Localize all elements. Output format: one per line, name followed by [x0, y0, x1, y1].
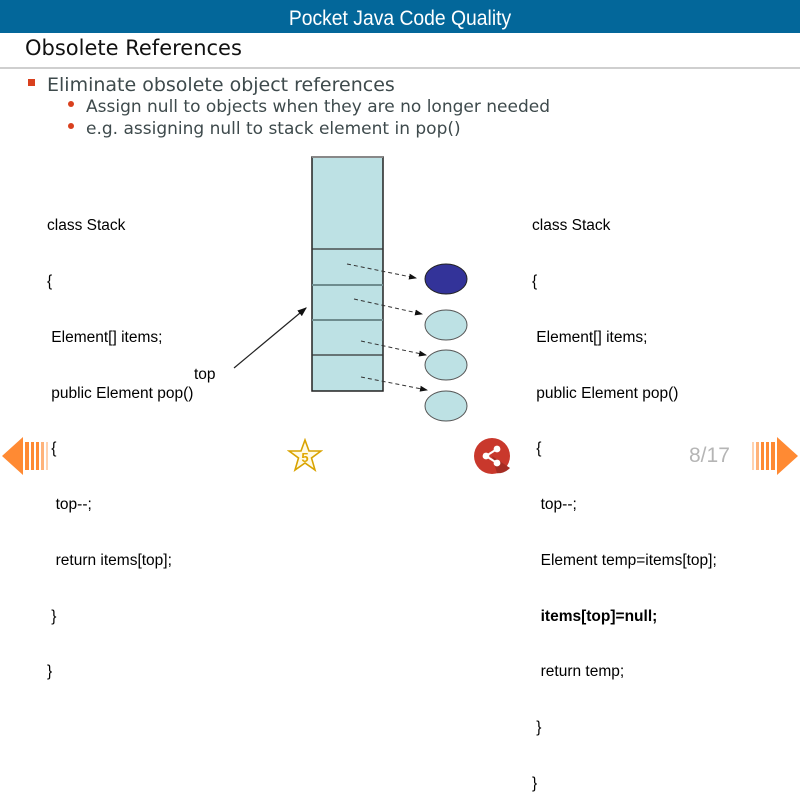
stack-array — [311, 156, 384, 392]
code-line: class Stack — [47, 217, 126, 235]
title-divider — [0, 67, 800, 69]
code-line: return temp; — [532, 663, 625, 681]
element-circle — [424, 390, 468, 422]
code-line: class Stack — [532, 217, 611, 235]
star-icon: 5 — [286, 437, 324, 472]
prev-slide-button[interactable] — [0, 436, 50, 476]
reference-arrow — [353, 298, 423, 316]
code-line: { — [47, 440, 57, 458]
next-arrow-icon — [752, 437, 798, 475]
dot-bullet-icon — [68, 101, 74, 107]
dot-bullet-icon — [68, 123, 74, 129]
bullet-sub-1-text: Assign null to objects when they are no … — [86, 97, 550, 117]
stack-diagram — [233, 156, 468, 422]
page-indicator: 8/17 — [689, 444, 730, 467]
square-bullet-icon — [28, 79, 35, 86]
prev-arrow-icon — [2, 437, 48, 475]
code-line: { — [532, 272, 538, 290]
app-title: Pocket Java Code Quality — [288, 7, 512, 30]
code-line-highlighted: items[top]=null; — [532, 607, 658, 625]
bullet-sub-2: e.g. assigning null to stack element in … — [68, 118, 461, 140]
code-line: Element[] items; — [532, 328, 648, 346]
code-line: } — [532, 719, 542, 737]
top-pointer-arrow — [233, 307, 307, 369]
element-circle — [424, 349, 468, 381]
reference-arrow — [346, 263, 417, 280]
code-line: } — [47, 663, 53, 681]
code-line: Element[] items; — [47, 328, 163, 346]
slide-title: Obsolete References — [25, 36, 242, 60]
top-pointer-label: top — [194, 366, 216, 383]
code-line: public Element pop() — [532, 384, 679, 402]
code-line: public Element pop() — [47, 384, 194, 402]
code-line: { — [532, 440, 542, 458]
bullet-sub-1: Assign null to objects when they are no … — [68, 96, 550, 118]
popped-element-circle — [424, 263, 468, 295]
code-line: } — [532, 775, 538, 792]
code-line: Element temp=items[top]; — [532, 551, 717, 569]
app-header: Pocket Java Code Quality — [0, 0, 800, 33]
bullet-sub-2-text: e.g. assigning null to stack element in … — [86, 119, 461, 139]
reference-arrow — [360, 376, 428, 392]
code-line: return items[top]; — [47, 551, 172, 569]
bullet-main-text: Eliminate obsolete object references — [47, 74, 395, 96]
code-line: top--; — [47, 496, 92, 514]
code-line: top--; — [532, 496, 577, 514]
code-line: { — [47, 272, 53, 290]
code-line: } — [47, 607, 57, 625]
bullet-main: Eliminate obsolete object references — [28, 73, 395, 97]
next-slide-button[interactable] — [750, 436, 800, 476]
share-button[interactable] — [473, 437, 511, 475]
rate-button[interactable]: 5 — [286, 437, 324, 474]
element-circle — [424, 309, 468, 341]
share-icon — [474, 438, 510, 474]
svg-text:5: 5 — [301, 450, 308, 465]
